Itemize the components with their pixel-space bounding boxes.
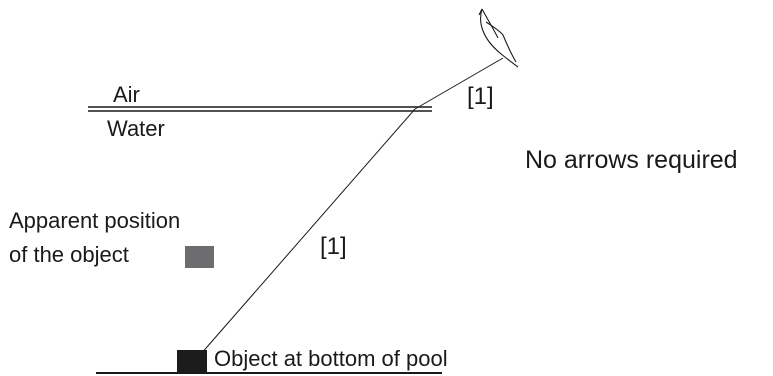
water-label: Water [107,116,165,141]
air-label: Air [113,82,140,107]
object-label: Object at bottom of pool [214,346,448,371]
note-label: No arrows required [525,146,738,174]
apparent-object-marker [185,246,214,268]
mark-label-upper: [1] [467,83,494,110]
ray-in-air [414,57,504,110]
ray-in-water [199,108,416,356]
real-object-marker [177,350,207,373]
apparent-position-label-line1: Apparent position [9,208,180,233]
apparent-position-label-line2: of the object [9,242,129,267]
eye-icon [478,8,519,68]
water-surface [88,106,432,112]
mark-label-lower: [1] [320,233,347,260]
